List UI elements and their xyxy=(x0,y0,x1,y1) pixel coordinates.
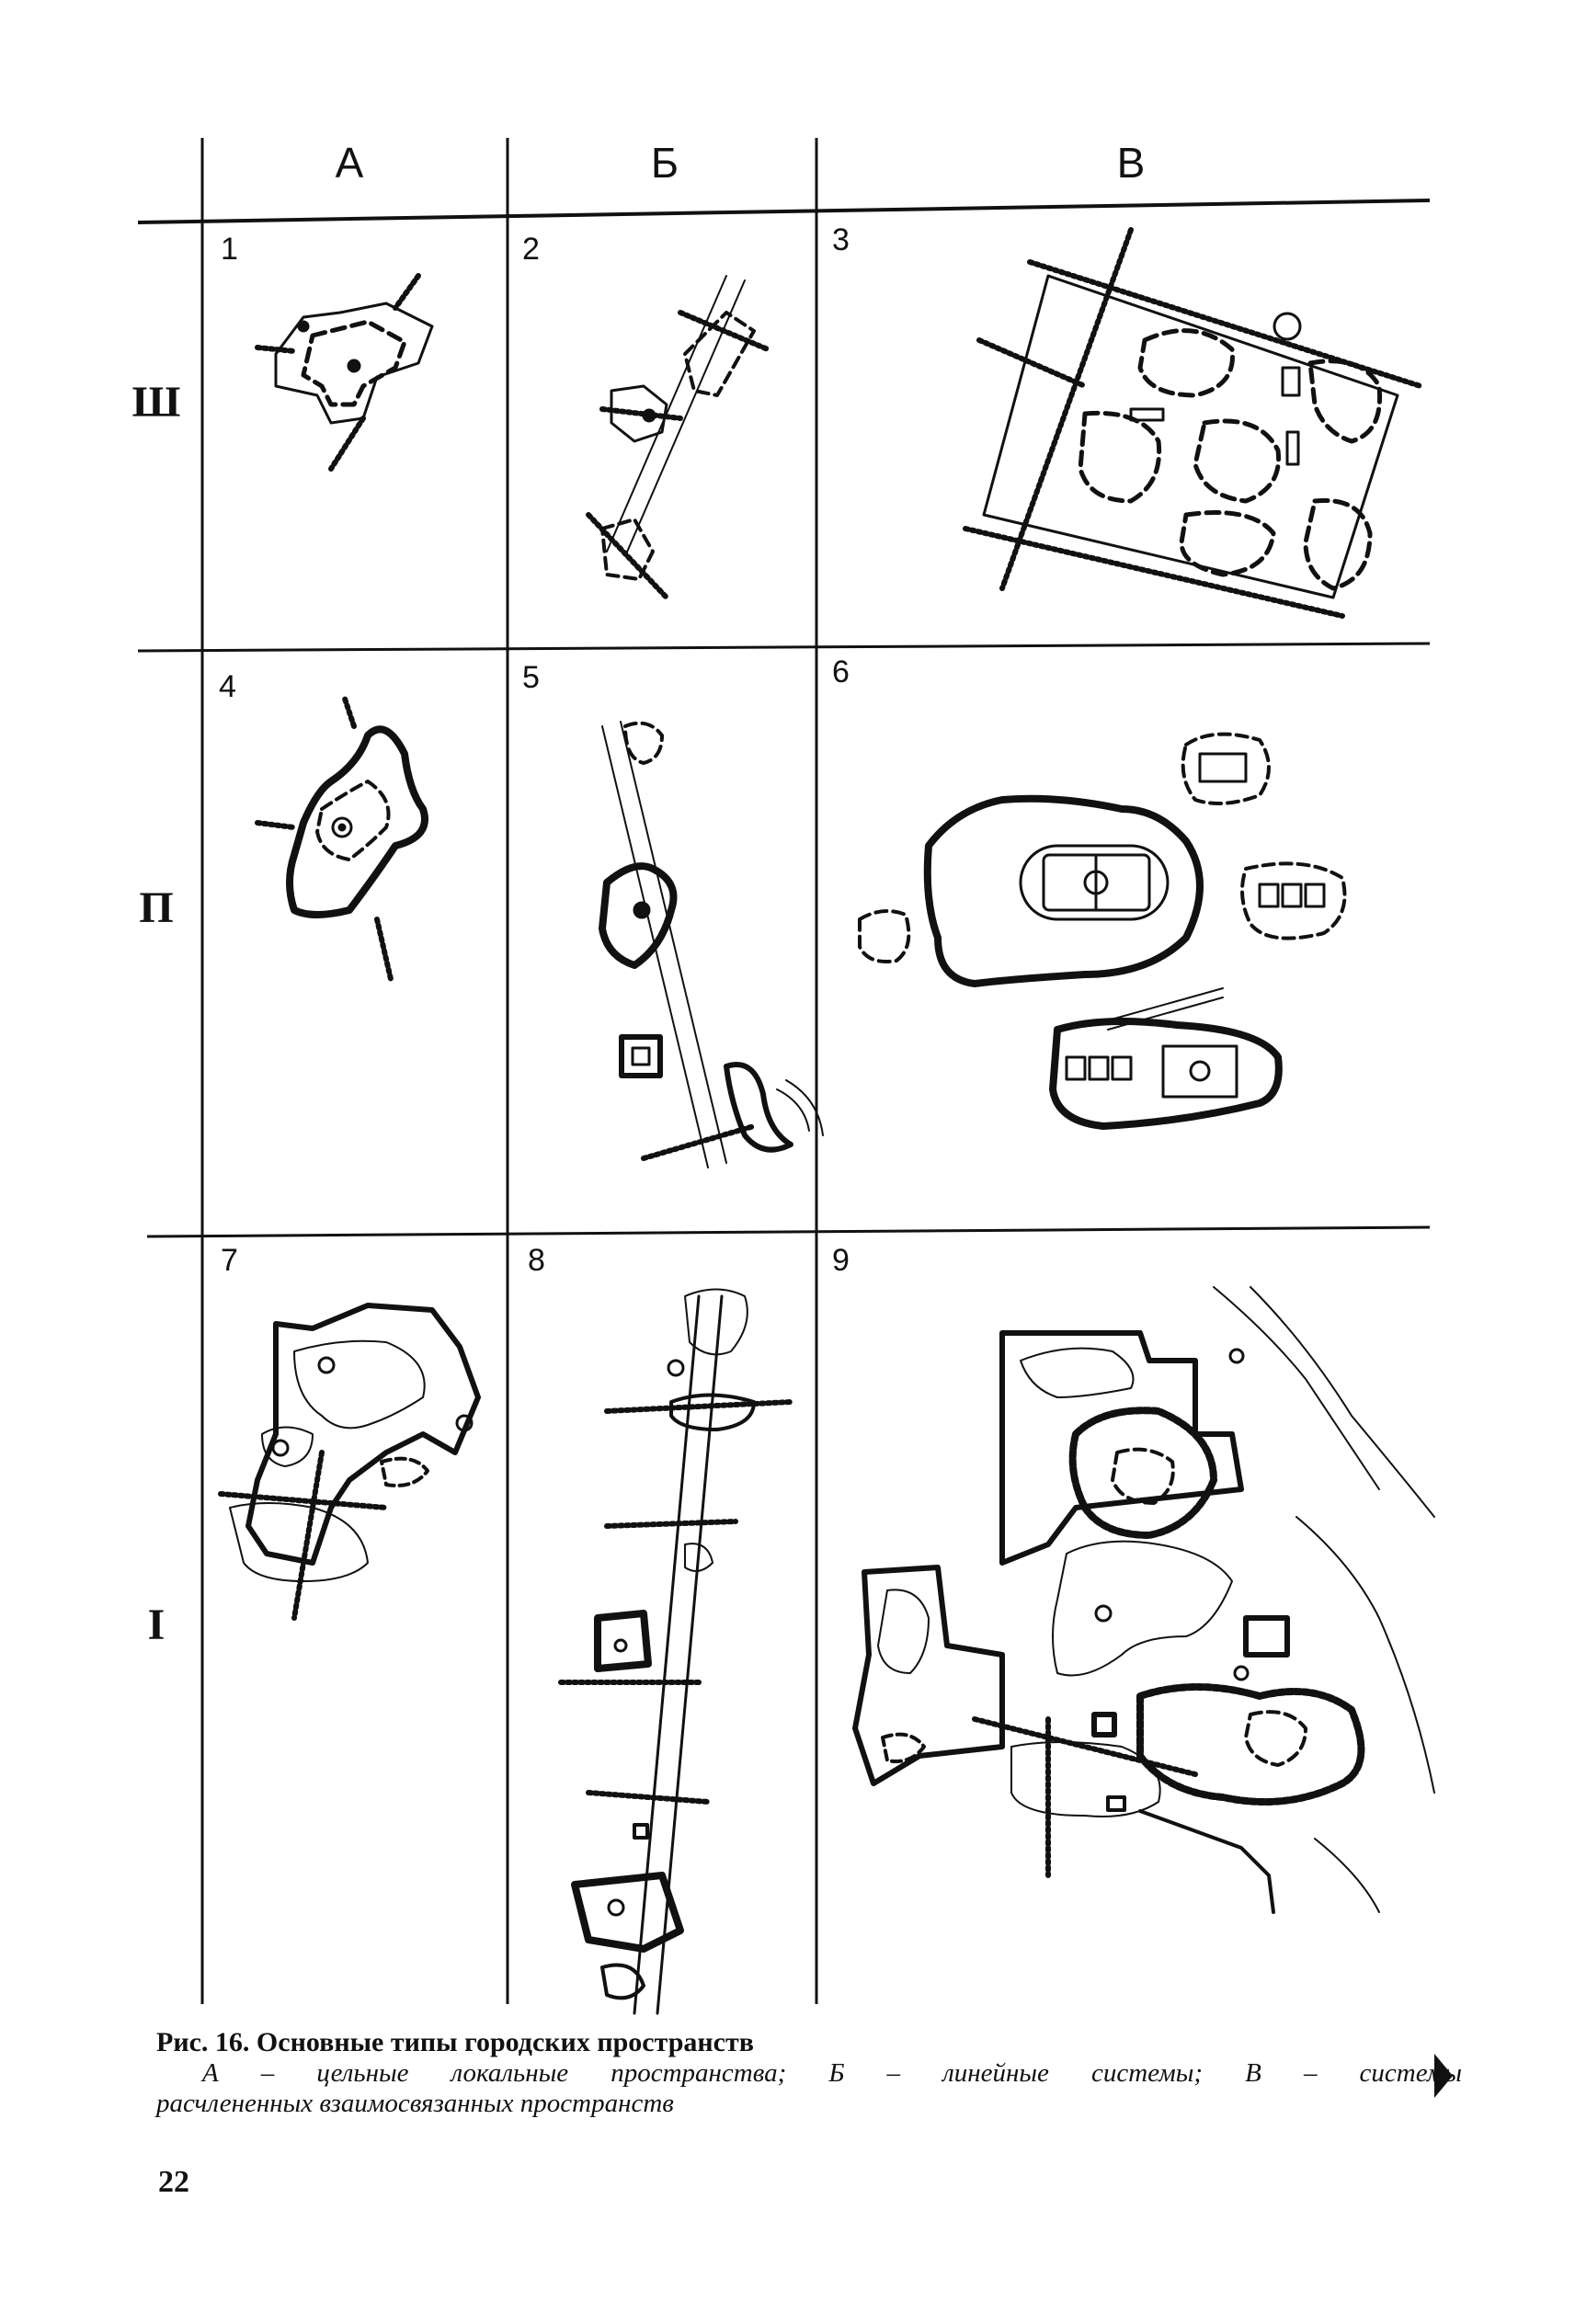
caption-title: Рис. 16. Основные типы городских простра… xyxy=(156,2027,754,2057)
caption-line-1: А – цельные локальные пространства; Б – … xyxy=(202,2058,1462,2088)
column-header-a: А xyxy=(335,139,364,187)
row-header-1: I xyxy=(147,1601,165,1649)
plan-1-compact-square xyxy=(255,273,434,472)
cell-number-4: 4 xyxy=(219,669,236,704)
caption-body: А – цельные локальные пространства; Б – … xyxy=(156,2058,1462,2119)
cell-number-7: 7 xyxy=(221,1243,238,1278)
figure-caption: Рис. 16. Основные типы городских простра… xyxy=(156,2027,1462,2119)
grid-hline-header xyxy=(137,199,1431,224)
row-header-3: Ш xyxy=(131,378,181,427)
cell-number-1: 1 xyxy=(221,232,238,267)
cell-number-9: 9 xyxy=(832,1243,850,1278)
plan-7-compound-square xyxy=(218,1303,481,1621)
cell-number-3: 3 xyxy=(832,222,850,257)
plan-2-linear-street xyxy=(586,275,770,600)
plan-5-linear-system xyxy=(599,721,824,1168)
cell-number-5: 5 xyxy=(522,660,540,695)
grid-hline-row1 xyxy=(137,642,1431,653)
caption-line-2: расчлененных взаимосвязанных пространств xyxy=(156,2089,674,2118)
plan-8-linear-chain xyxy=(558,1288,793,2015)
continuation-arrow-icon xyxy=(1434,2054,1453,2098)
page-number: 22 xyxy=(158,2165,189,2199)
grid-hline-row2 xyxy=(146,1225,1431,1238)
plan-9-compound-system xyxy=(852,1286,1435,1914)
cell-number-8: 8 xyxy=(528,1243,545,1278)
plan-3-dissected-grid xyxy=(963,227,1423,619)
row-header-2: П xyxy=(139,883,174,932)
column-header-b: Б xyxy=(650,139,679,187)
cell-number-6: 6 xyxy=(832,655,850,689)
cell-number-2: 2 xyxy=(522,232,540,267)
column-header-v: В xyxy=(1116,139,1146,187)
plan-6-sports-complex xyxy=(858,732,1347,1130)
plan-4-compact-square xyxy=(255,696,428,982)
